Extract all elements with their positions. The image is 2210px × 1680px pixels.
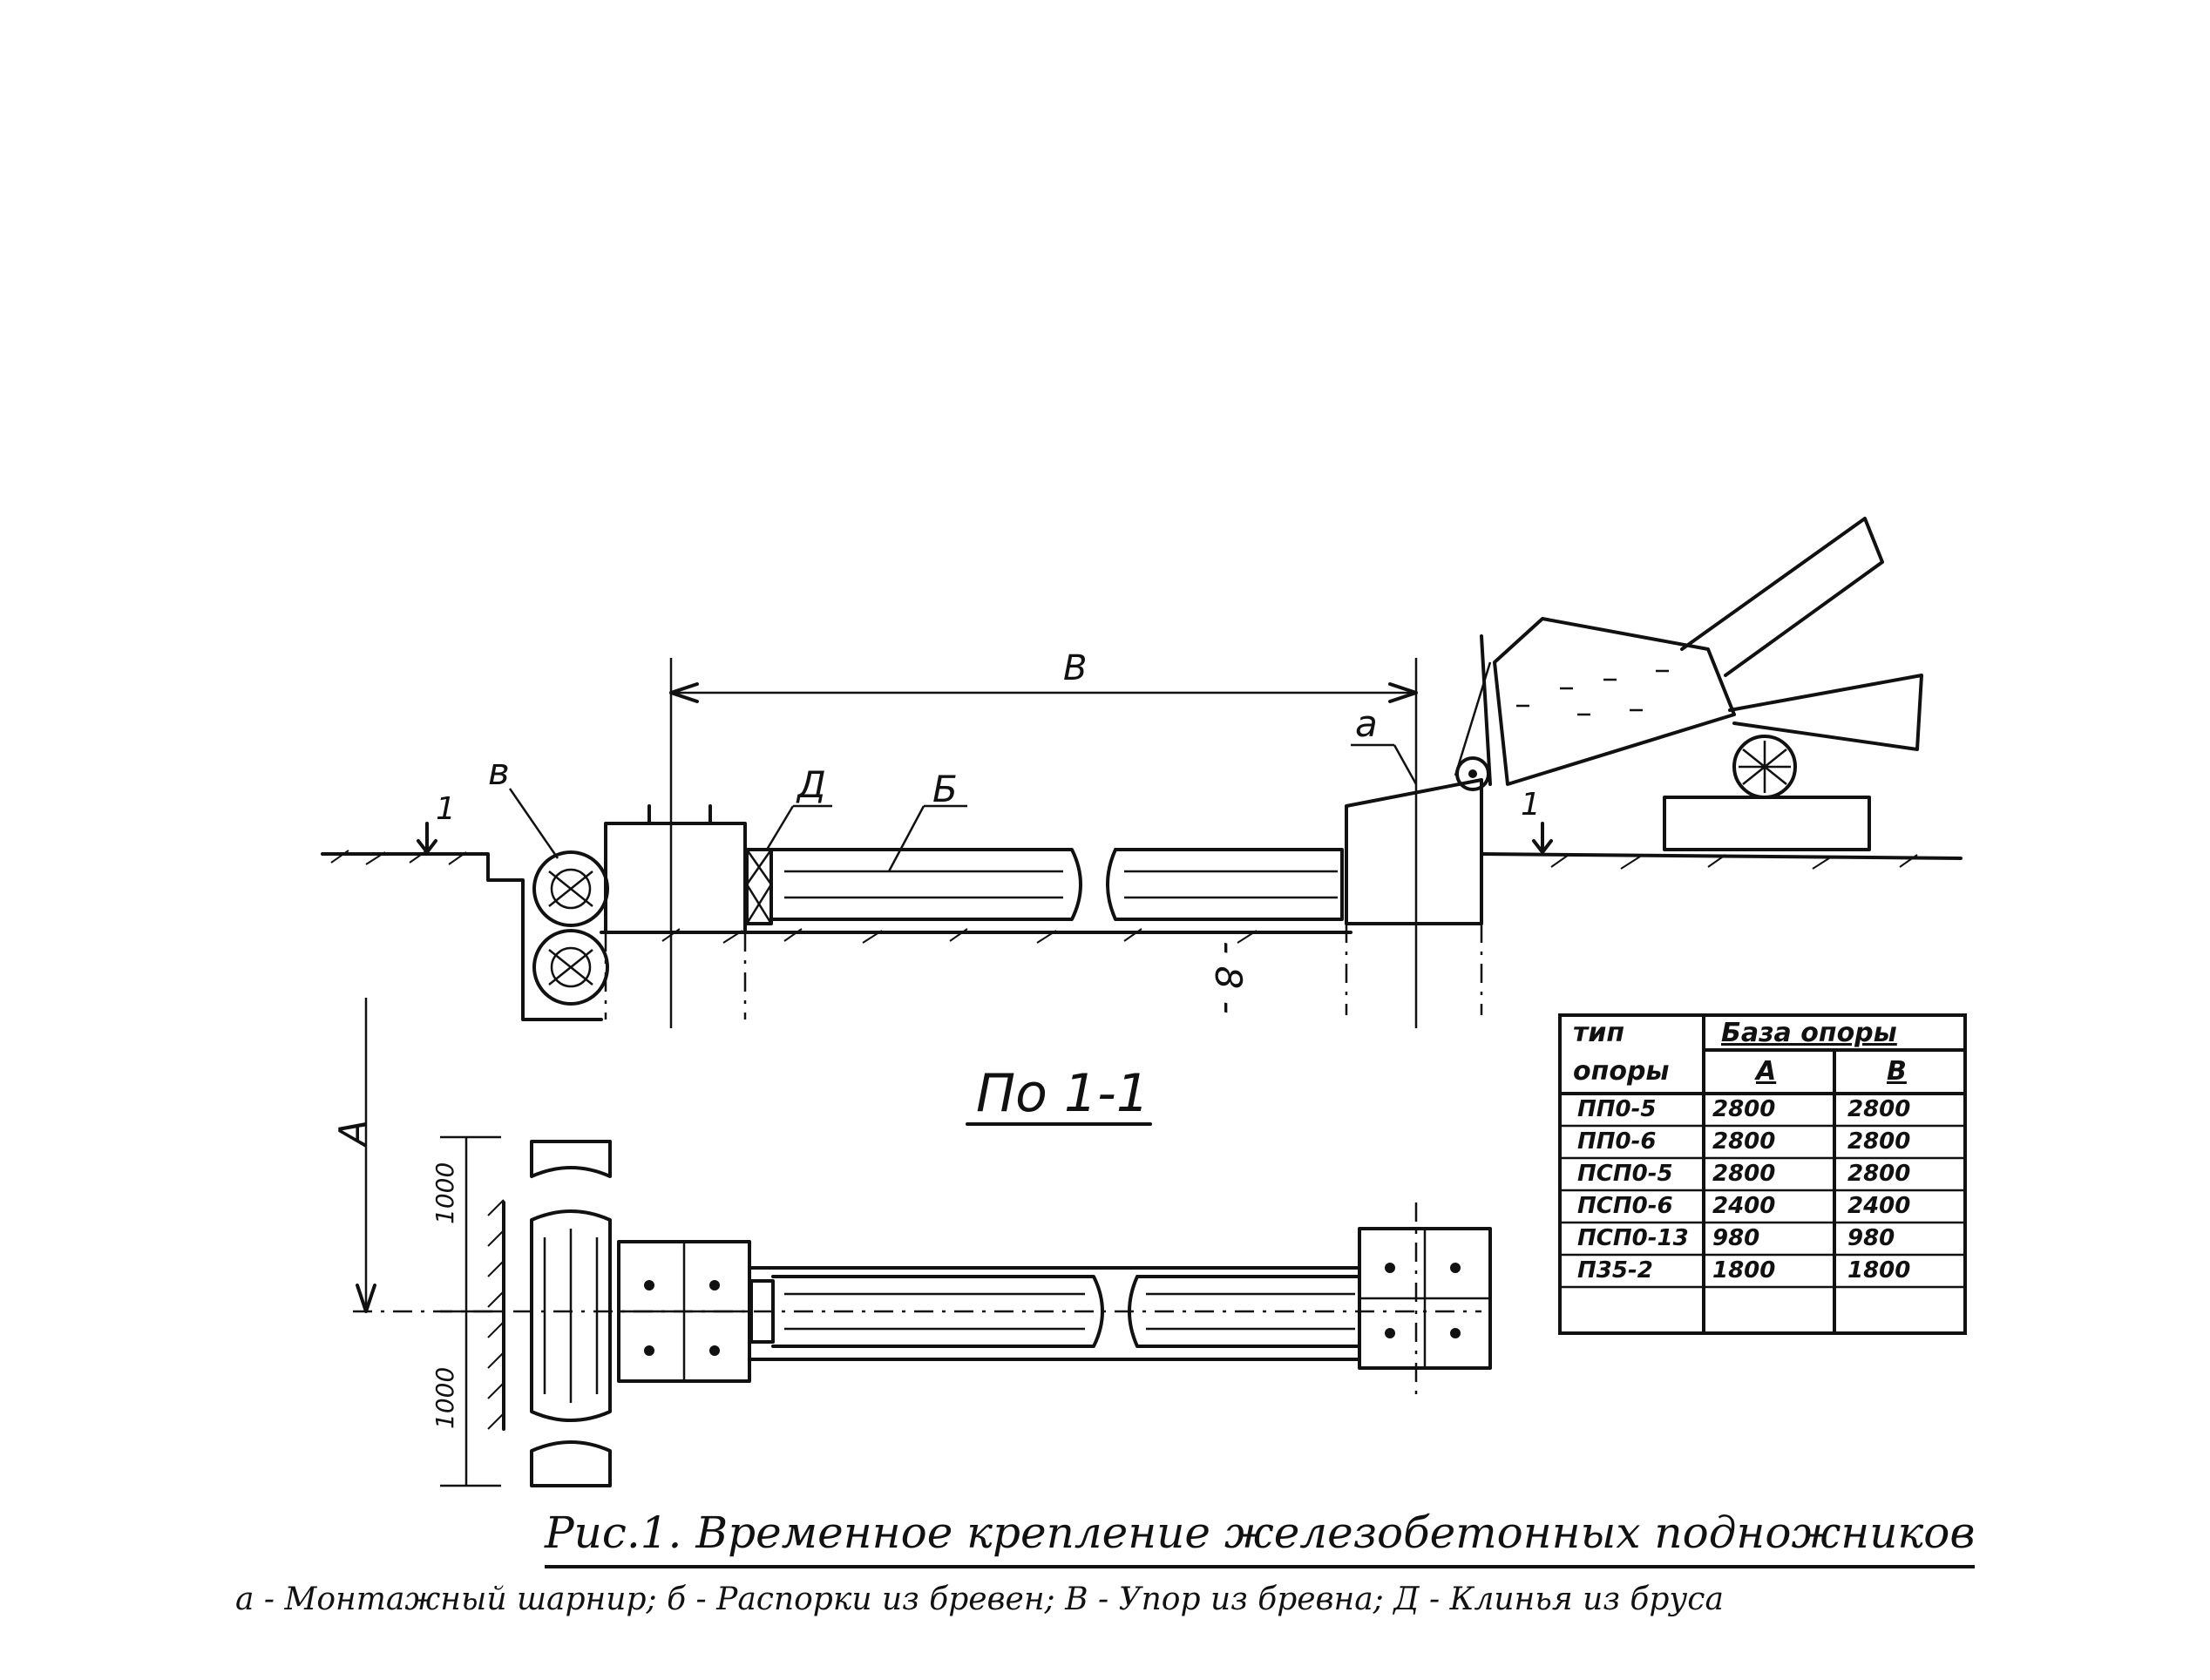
dim-a-label: А xyxy=(331,1120,376,1148)
dimension-b: В xyxy=(669,648,1418,1028)
table-row-6-type: П35-2 xyxy=(1577,1257,1653,1284)
right-log xyxy=(1663,735,1871,851)
table-header-a: А xyxy=(1756,1056,1777,1087)
table-row-3-b: 2800 xyxy=(1847,1161,1911,1187)
elevation-view: В в Д xyxy=(321,517,1963,1028)
table-header-base: База опоры xyxy=(1721,1018,1897,1048)
label-b: Б xyxy=(932,768,958,810)
section-title: По 1-1 xyxy=(976,1063,1149,1124)
label-v: в xyxy=(488,750,510,793)
table-header-type-1: тип xyxy=(1573,1018,1625,1048)
table-row-5-type: ПСП0-13 xyxy=(1577,1225,1689,1251)
table-header-b: В xyxy=(1887,1056,1907,1087)
dim-1000-bottom: 1000 xyxy=(430,1367,459,1429)
table-row-6-b: 1800 xyxy=(1847,1257,1911,1284)
label-a: а xyxy=(1355,702,1378,745)
section-marks: 1 1 xyxy=(417,787,1553,854)
caption-title: Рис.1. Временное крепление железобетонны… xyxy=(545,1507,1976,1568)
plan-view: А 1000 1000 xyxy=(331,998,1492,1487)
table-row-4-b: 2400 xyxy=(1847,1193,1911,1219)
wedges: Д xyxy=(745,763,832,925)
table-row-4-type: ПСП0-6 xyxy=(1577,1193,1673,1219)
table-header-type-2: опоры xyxy=(1573,1056,1670,1087)
right-footing: а xyxy=(1345,702,1490,1015)
label-d: Д xyxy=(796,763,826,806)
table-row-2-type: ПП0-6 xyxy=(1577,1128,1657,1155)
table-row-1-type: ПП0-5 xyxy=(1577,1096,1657,1122)
caption-legend: а - Монтажный шарнир; б - Распорки из бр… xyxy=(235,1582,1724,1617)
section-mark-left: 1 xyxy=(436,791,456,827)
dim-1000-top: 1000 xyxy=(430,1162,459,1224)
table-row-6-a: 1800 xyxy=(1712,1257,1776,1284)
table-row-1-a: 2800 xyxy=(1712,1096,1776,1122)
strut-logs: Б xyxy=(769,768,1344,921)
table-row-5-a: 980 xyxy=(1712,1225,1760,1251)
table-row-1-b: 2800 xyxy=(1847,1096,1911,1122)
table-row-3-type: ПСП0-5 xyxy=(1577,1161,1673,1187)
page-number: - 8 - xyxy=(1207,941,1250,1014)
section-mark-right: 1 xyxy=(1521,787,1541,823)
dim-b-label: В xyxy=(1063,648,1087,688)
tilted-support xyxy=(1454,517,1923,786)
table-row-2-a: 2800 xyxy=(1712,1128,1776,1155)
table-row-4-a: 2400 xyxy=(1712,1193,1776,1219)
table-row-5-b: 980 xyxy=(1847,1225,1895,1251)
table-row-3-a: 2800 xyxy=(1712,1161,1776,1187)
table-row-2-b: 2800 xyxy=(1847,1128,1911,1155)
